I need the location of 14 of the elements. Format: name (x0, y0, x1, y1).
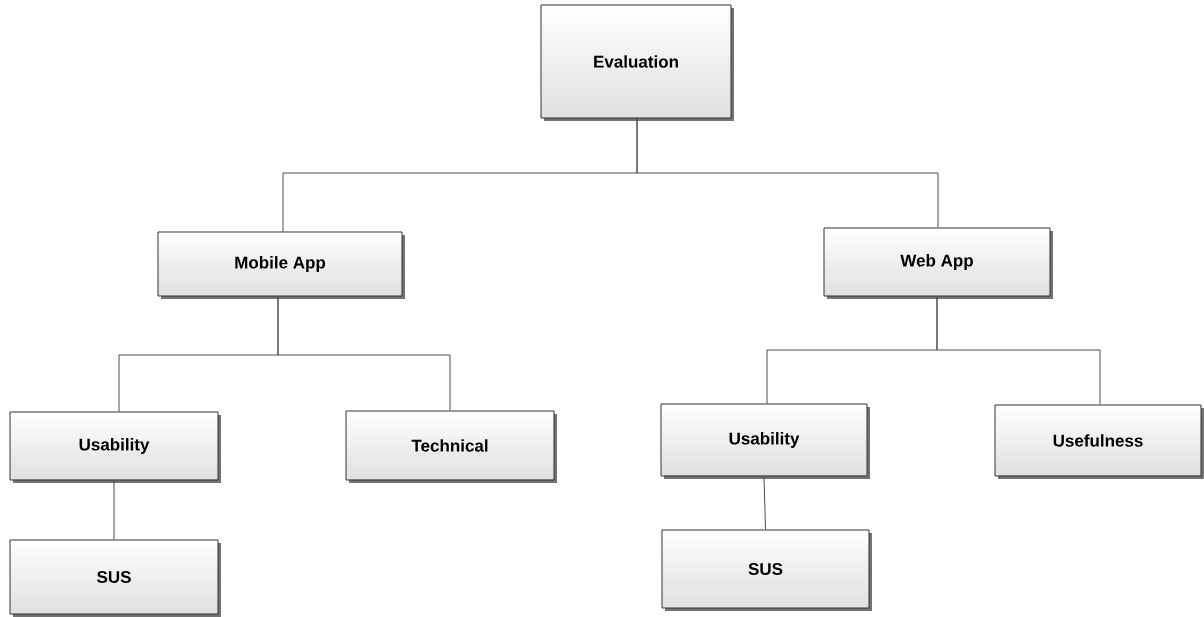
process-box: SUS (9, 539, 221, 617)
process-box: Evaluation (540, 4, 734, 121)
connector-line (277, 296, 451, 411)
process-box: Mobile App (157, 231, 405, 299)
process-box: Usability (660, 403, 870, 479)
connector-line (113, 480, 115, 540)
process-box: SUS (661, 529, 872, 611)
process-box: Usefulness (994, 404, 1204, 479)
connector-line (763, 476, 766, 530)
process-box: Web App (823, 227, 1053, 299)
connector-line (936, 296, 1101, 405)
connector-line (636, 118, 939, 228)
process-box: Technical (345, 410, 557, 483)
process-box: Usability (9, 411, 221, 483)
